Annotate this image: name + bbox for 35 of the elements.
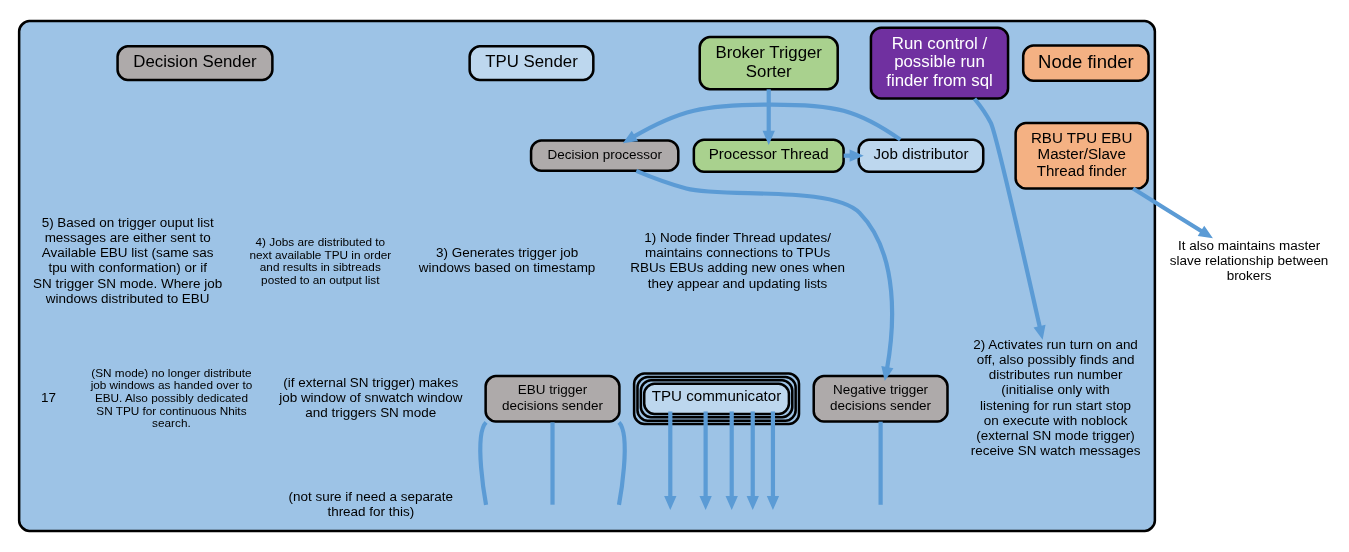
connector: [878, 421, 883, 505]
node-box: EBU trigger decisions sender: [484, 374, 621, 423]
label: 3) Generates trigger job windows based on timestamp: [418, 245, 596, 276]
connector: [478, 421, 489, 506]
node-text: 2) Activates run turn on and off, also possibly finds and distributes run number (initialise only with listening for run start stop on execute with noblock (external SN mode trigger) receive SN watch messages: [970, 337, 1141, 459]
arrow: [622, 102, 902, 144]
label: (if external SN trigger) makes job window of snwatch window and triggers SN mode: [279, 374, 463, 421]
arrow: [725, 411, 738, 511]
label: 1) Node finder Thread updates/ maintains connections to TPUs RBUs EBUs adding new ones when they appear and updating lists: [630, 230, 845, 291]
node-box: RBU TPU EBU Master/Slave Thread finder: [1014, 121, 1149, 190]
node-box: Decision processor: [529, 139, 680, 173]
node-box: Broker Trigger Sorter: [698, 35, 839, 91]
arrow: [664, 411, 677, 511]
arrow: [746, 411, 759, 511]
label: (SN mode) no longer distribute job windows as handed over to EBU. Also possibly dedicated SN TPU for continuous Nhits search.: [90, 365, 253, 430]
node-text: It also maintains master slave relationship between brokers: [1169, 237, 1329, 284]
cluster: [17, 19, 1157, 533]
connector: [616, 421, 627, 506]
label: (not sure if need a separate thread for this): [288, 489, 454, 520]
node-box: Negative trigger decisions sender: [812, 374, 949, 423]
connector: [550, 422, 555, 505]
node-box: Job distributor: [857, 138, 985, 173]
arrow: [766, 411, 780, 511]
label: 4) Jobs are distributed to next available TPU in order and results in sibtreads posted to an output list: [249, 234, 392, 286]
arrow: [699, 411, 712, 511]
label: 17: [41, 390, 57, 406]
node-box: Node finder: [1021, 44, 1150, 83]
node-box: Run control / possible run finder from sql: [869, 26, 1010, 100]
node-box: Decision Sender: [116, 45, 274, 82]
arrow: [972, 97, 1046, 340]
node-box: TPU Sender: [468, 45, 595, 82]
arrow: [635, 168, 895, 382]
label: 5) Based on trigger ouput list messages are either sent to Available EBU list (same sas tpu with conformation) or if SN trigger SN mode. Where job windows distributed to EBU: [33, 215, 223, 306]
node-box: Processor Thread: [692, 138, 845, 173]
arrow: [762, 89, 775, 145]
